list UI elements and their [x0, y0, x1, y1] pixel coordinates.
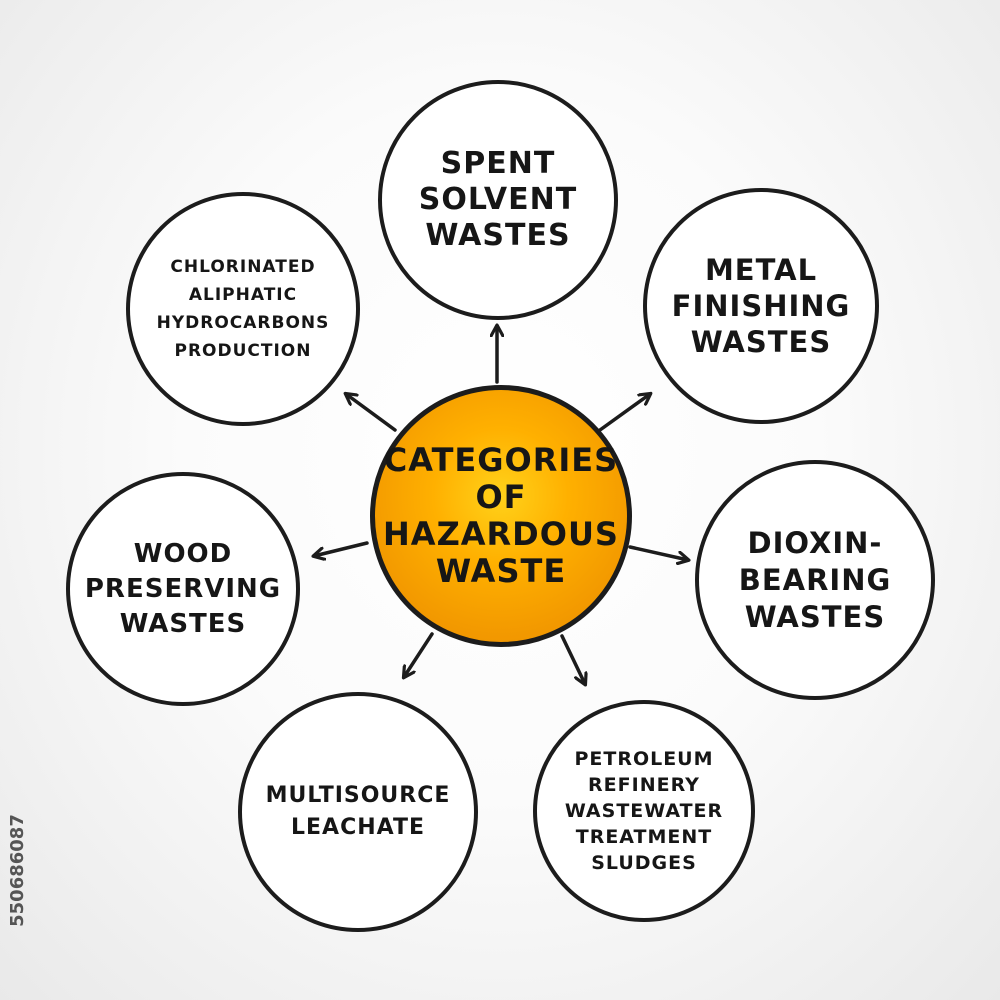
node-label: Chlorinated Aliphatic Hydrocarbons Produ…: [156, 257, 330, 361]
node-multisource-leachate: Multisource Leachate: [238, 692, 478, 932]
node-petroleum-refinery-wastewater-treatment-sludges: Petroleum Refinery Wastewater Treatment …: [533, 700, 755, 922]
arrow-to-metal-finishing-wastes: [598, 394, 650, 432]
watermark-id-text: 550686087: [6, 813, 28, 927]
node-label: Spent Solvent Wastes: [418, 146, 578, 253]
arrow-to-wood-preserving-wastes: [314, 541, 369, 556]
node-spent-solvent-wastes: Spent Solvent Wastes: [378, 80, 618, 320]
arrow-to-petroleum-refinery-wastewater-treatment-sludges: [560, 634, 585, 684]
node-label: Multisource Leachate: [265, 783, 451, 840]
center-label: Categories of Hazardous Waste: [383, 441, 619, 590]
node-label: Dioxin- Bearing Wastes: [738, 525, 892, 634]
node-metal-finishing-wastes: Metal Finishing Wastes: [643, 188, 879, 424]
center-node: Categories of Hazardous Waste: [370, 385, 632, 647]
connector-arrows: [314, 326, 688, 684]
node-label: Petroleum Refinery Wastewater Treatment …: [564, 748, 724, 874]
arrow-to-chlorinated-aliphatic-hydrocarbons-production: [346, 394, 397, 432]
watermark-id: 550686087: [2, 755, 32, 985]
node-wood-preserving-wastes: Wood Preserving Wastes: [66, 472, 300, 706]
node-label: Wood Preserving Wastes: [84, 538, 282, 639]
arrow-to-dioxin-bearing-wastes: [628, 545, 688, 560]
node-label: Metal Finishing Wastes: [671, 253, 851, 359]
node-dioxin-bearing-wastes: Dioxin- Bearing Wastes: [695, 460, 935, 700]
node-chlorinated-aliphatic-hydrocarbons-production: Chlorinated Aliphatic Hydrocarbons Produ…: [126, 192, 360, 426]
arrow-to-multisource-leachate: [404, 632, 434, 677]
